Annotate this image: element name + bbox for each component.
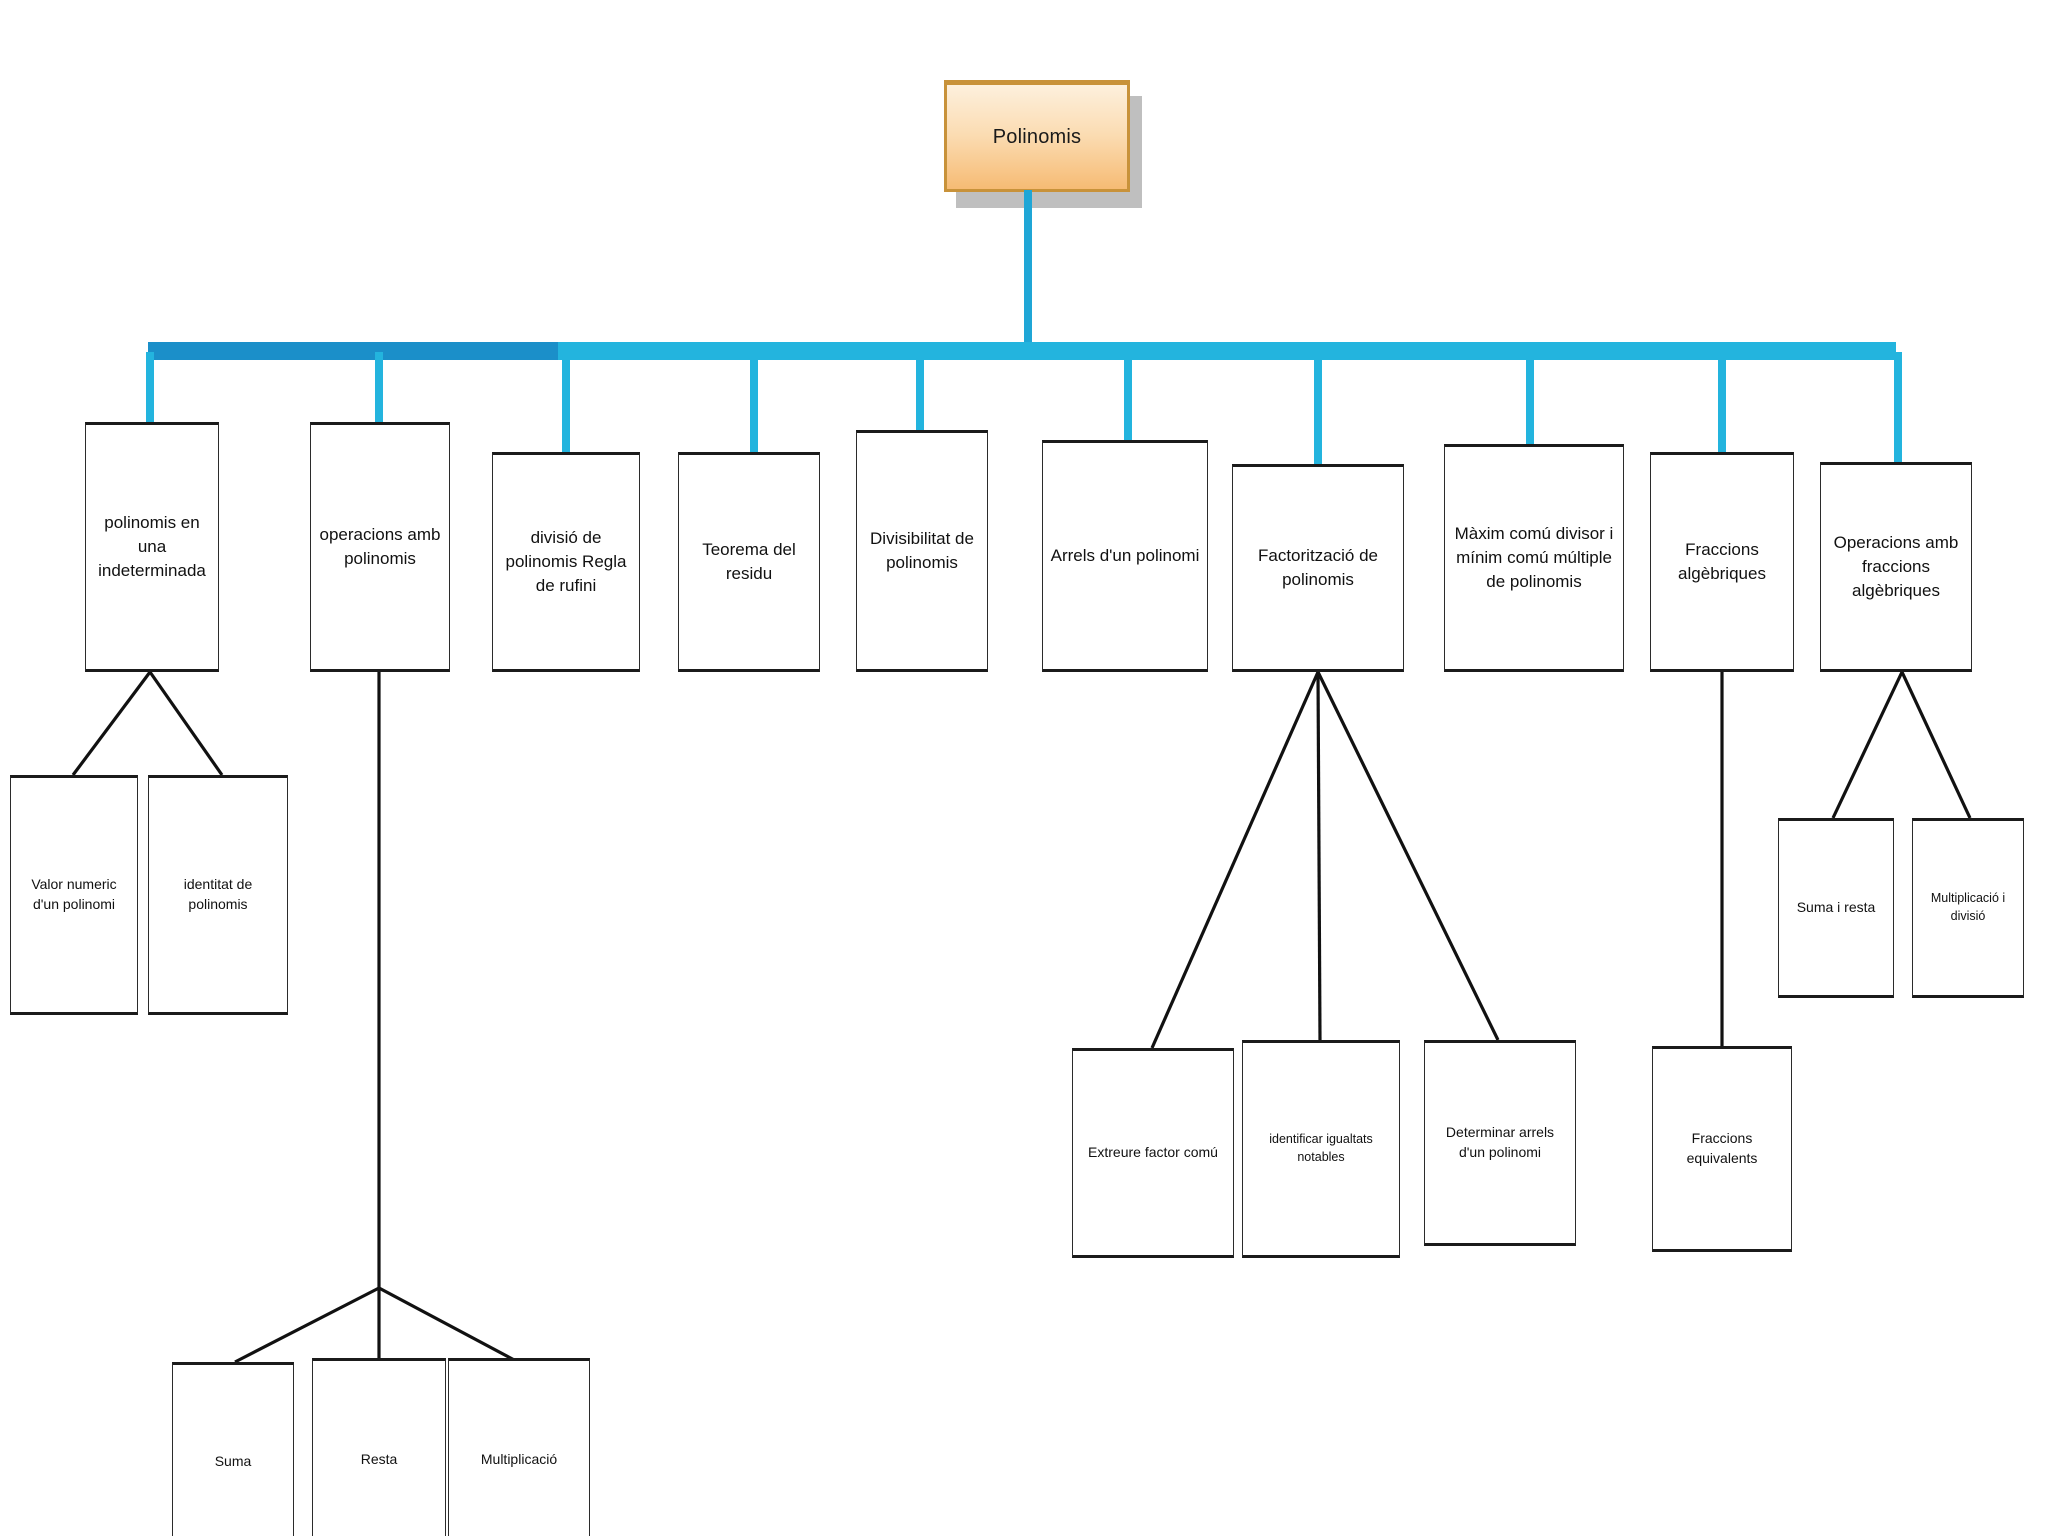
- node-operacions-amb-polinomis[interactable]: operacions amb polinomis: [310, 422, 450, 672]
- node-suma[interactable]: Suma: [172, 1362, 294, 1536]
- node-label: Determinar arrels d'un polinomi: [1445, 1124, 1555, 1160]
- node-label: Suma: [214, 1453, 252, 1470]
- node-label: Divisibilitat de polinomis: [870, 528, 974, 572]
- node-fraccions-algebriques[interactable]: Fraccions algèbriques: [1650, 452, 1794, 672]
- link-n2-c9: [234, 1286, 380, 1364]
- node-label: Operacions amb fraccions algèbriques: [1833, 532, 1959, 601]
- node-label: Multiplicació: [480, 1451, 558, 1468]
- node-maxim-comu-divisor-minim-comu-multiple[interactable]: Màxim comú divisor i mínim comú múltiple…: [1444, 444, 1624, 672]
- node-polinomis-en-una-indeterminada[interactable]: polinomis en una indeterminada: [85, 422, 219, 672]
- node-label: Multiplicació i divisió: [1930, 891, 2006, 923]
- drop-connector-n8: [1526, 352, 1534, 444]
- node-label: Fraccions equivalents: [1686, 1130, 1758, 1166]
- connector-bar-left: [148, 342, 558, 360]
- node-label: divisió de polinomis Regla de rufini: [505, 527, 627, 596]
- node-label: Extreure factor comú: [1088, 1144, 1218, 1161]
- drop-connector-n1: [146, 352, 154, 422]
- node-label: Màxim comú divisor i mínim comú múltiple…: [1454, 523, 1614, 592]
- node-multiplicacio-i-divisio[interactable]: Multiplicació i divisió: [1912, 818, 2024, 998]
- root-node-polinomis[interactable]: Polinomis: [944, 80, 1130, 192]
- link-n2-c11: [378, 1286, 519, 1364]
- node-label: Arrels d'un polinomi: [1050, 545, 1200, 565]
- drop-connector-n5: [916, 352, 924, 430]
- link-n10-c8: [1900, 671, 1972, 819]
- drop-connector-n10: [1894, 352, 1902, 462]
- node-arrels-dun-polinomi[interactable]: Arrels d'un polinomi: [1042, 440, 1208, 672]
- node-label: Fraccions algèbriques: [1678, 539, 1766, 583]
- node-label: identitat de polinomis: [183, 876, 253, 912]
- link-n10-c7: [1831, 671, 1904, 819]
- link-n7-c3: [1150, 671, 1320, 1049]
- node-label: Resta: [360, 1451, 398, 1468]
- node-label: Factorització de polinomis: [1258, 545, 1378, 589]
- drop-connector-n9: [1718, 352, 1726, 452]
- node-extreure-factor-comu[interactable]: Extreure factor comú: [1072, 1048, 1234, 1258]
- node-label: identificar igualtats notables: [1269, 1132, 1373, 1164]
- node-label: operacions amb polinomis: [319, 524, 441, 568]
- node-label: Teorema del residu: [702, 539, 796, 583]
- link-n1-c1: [71, 671, 152, 776]
- node-valor-numeric-dun-polinomi[interactable]: Valor numeric d'un polinomi: [10, 775, 138, 1015]
- node-divisibilitat-de-polinomis[interactable]: Divisibilitat de polinomis: [856, 430, 988, 672]
- node-divisio-de-polinomis-regla-de-ruffini[interactable]: divisió de polinomis Regla de rufini: [492, 452, 640, 672]
- node-identitat-de-polinomis[interactable]: identitat de polinomis: [148, 775, 288, 1015]
- node-label: polinomis en una indeterminada: [98, 512, 206, 581]
- connector-bar-right: [558, 342, 1896, 360]
- drop-connector-n2: [375, 352, 383, 422]
- drop-connector-n3: [562, 352, 570, 452]
- node-label: Suma i resta: [1796, 899, 1876, 916]
- node-suma-i-resta[interactable]: Suma i resta: [1778, 818, 1894, 998]
- node-identificar-igualtats-notables[interactable]: identificar igualtats notables: [1242, 1040, 1400, 1258]
- root-connector-stem: [1024, 190, 1032, 350]
- node-factoritzacio-de-polinomis[interactable]: Factorització de polinomis: [1232, 464, 1404, 672]
- node-resta[interactable]: Resta: [312, 1358, 446, 1536]
- node-fraccions-equivalents[interactable]: Fraccions equivalents: [1652, 1046, 1792, 1252]
- link-n7-c4: [1316, 671, 1322, 1041]
- link-n1-c2: [148, 671, 224, 776]
- node-operacions-amb-fraccions-algebriques[interactable]: Operacions amb fraccions algèbriques: [1820, 462, 1972, 672]
- node-determinar-arrels-dun-polinomi[interactable]: Determinar arrels d'un polinomi: [1424, 1040, 1576, 1246]
- drop-connector-n4: [750, 352, 758, 452]
- drop-connector-n6: [1124, 352, 1132, 440]
- node-teorema-del-residu[interactable]: Teorema del residu: [678, 452, 820, 672]
- node-multiplicacio[interactable]: Multiplicació: [448, 1358, 590, 1536]
- link-n7-c5: [1316, 671, 1500, 1041]
- drop-connector-n7: [1314, 352, 1322, 464]
- node-label: Valor numeric d'un polinomi: [31, 876, 117, 912]
- root-node-label: Polinomis: [992, 125, 1082, 148]
